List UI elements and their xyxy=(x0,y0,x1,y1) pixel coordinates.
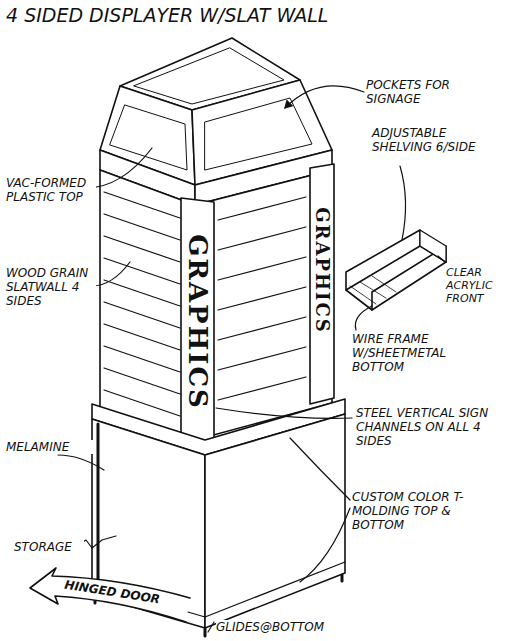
callout-label: CLEAR ACRYLIC FRONT xyxy=(446,266,502,305)
slatwall-column xyxy=(100,164,334,446)
callout-label: STORAGE xyxy=(14,540,84,554)
sign-channel xyxy=(310,164,334,404)
callout-label: WOOD GRAIN SLATWALL 4 SIDES xyxy=(6,266,96,308)
callout-label: VAC-FORMED PLASTIC TOP xyxy=(6,176,96,204)
callout-label: ADJUSTABLE SHELVING 6/SIDE xyxy=(372,126,497,154)
callout-label: STEEL VERTICAL SIGN CHANNELS ON ALL 4 SI… xyxy=(356,406,501,448)
callout-label: CUSTOM COLOR T-MOLDING TOP & BOTTOM xyxy=(352,490,500,532)
sign-graphic: GRAPHICS xyxy=(183,234,213,410)
shelf-detail xyxy=(346,230,446,310)
callout-label: MELAMINE xyxy=(6,440,96,454)
title: 4 SIDED DISPLAYER W/SLAT WALL xyxy=(6,4,328,26)
sign-channel xyxy=(181,198,214,446)
sign-graphic: GRAPHICS xyxy=(312,207,333,334)
callout-label: POCKETS FOR SIGNAGE xyxy=(366,78,491,106)
callout-label: WIRE FRAME W/SHEETMETAL BOTTOM xyxy=(352,332,482,374)
callout-label: GLIDES@BOTTOM xyxy=(216,620,356,634)
door-arrow xyxy=(30,568,190,622)
shadow-edge xyxy=(97,424,100,590)
